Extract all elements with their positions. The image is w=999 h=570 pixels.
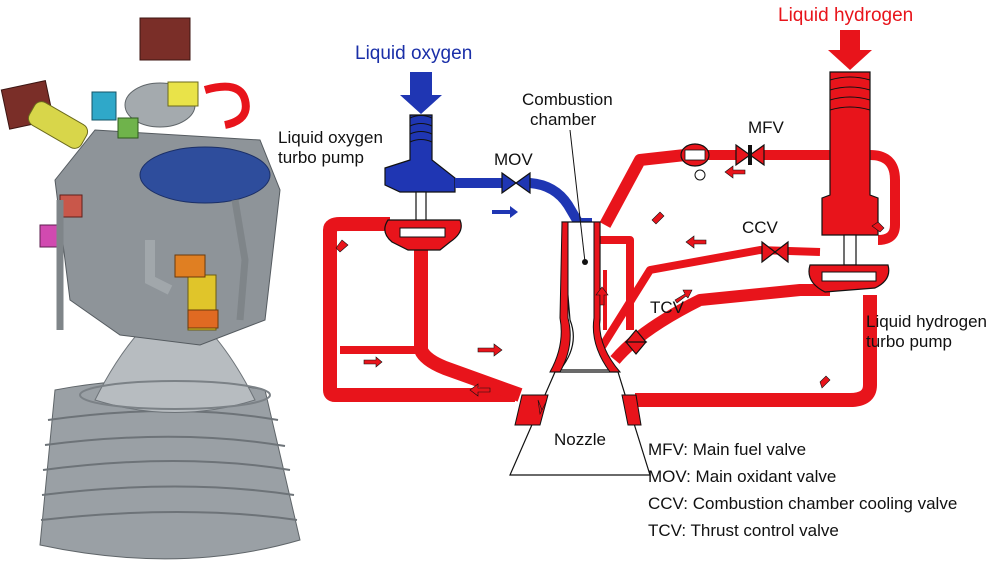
yellow-part-left [27,101,89,149]
red-pipe [203,82,250,129]
brown-box-top [139,17,191,61]
orange-part [174,254,206,278]
oxygen-flow-arrow [492,206,518,218]
hydrogen-pipes [323,149,900,407]
lox-pump-housing [384,219,462,251]
blue-housing [139,146,271,204]
legend-item-mov: MOV: Main oxidant valve [648,467,837,486]
tcv-valve [624,329,648,355]
mfv-label: MFV [748,118,784,137]
lh2-pump-label-line2: turbo pump [866,332,952,351]
heat-exchanger [680,143,710,181]
hydrogen-inlet-arrow [828,30,872,70]
chamber-label-line1: Combustion [522,90,613,109]
lox-turbo-pump [384,114,456,193]
orange-part-low [187,309,219,329]
ccv-label: CCV [742,218,778,237]
lox-pump-label-line2: turbo pump [278,148,364,167]
oxygen-inlet-label: Liquid oxygen [355,43,473,64]
nozzle-ring [79,380,271,410]
chamber-label-line2: chamber [530,110,597,129]
legend-item-tcv: TCV: Thrust control valve [648,521,839,540]
engine-render [0,17,301,560]
nozzle-cone [94,299,256,413]
yellow-part-top [167,81,199,107]
legend-item-ccv: CCV: Combustion chamber cooling valve [648,494,958,513]
legend-item-mfv: MFV: Main fuel valve [648,440,807,459]
hydrogen-inlet-label: Liquid hydrogen [778,5,914,26]
lh2-turbo-pump [808,71,890,293]
cyan-part [91,91,117,121]
tcv-label: TCV [650,298,684,317]
lh2-pump-label-line1: Liquid hydrogen [866,312,987,331]
oxygen-inlet-arrow [400,72,442,114]
lox-chamber-pipe [529,178,583,225]
nozzle-label: Nozzle [554,430,606,449]
ccv-valve [761,240,789,264]
nozzle [509,371,651,476]
mov-label: MOV [494,150,533,169]
nozzle-skirt [39,379,301,560]
mfv-valve [735,143,765,167]
mov-valve [501,171,531,195]
combustion-chamber [549,129,622,373]
gray-pipe [145,240,173,295]
lox-pump-label-line1: Liquid oxygen [278,128,383,147]
hydrogen-flow-arrows [335,165,885,415]
right-pipe [231,199,249,321]
green-part [117,117,139,139]
